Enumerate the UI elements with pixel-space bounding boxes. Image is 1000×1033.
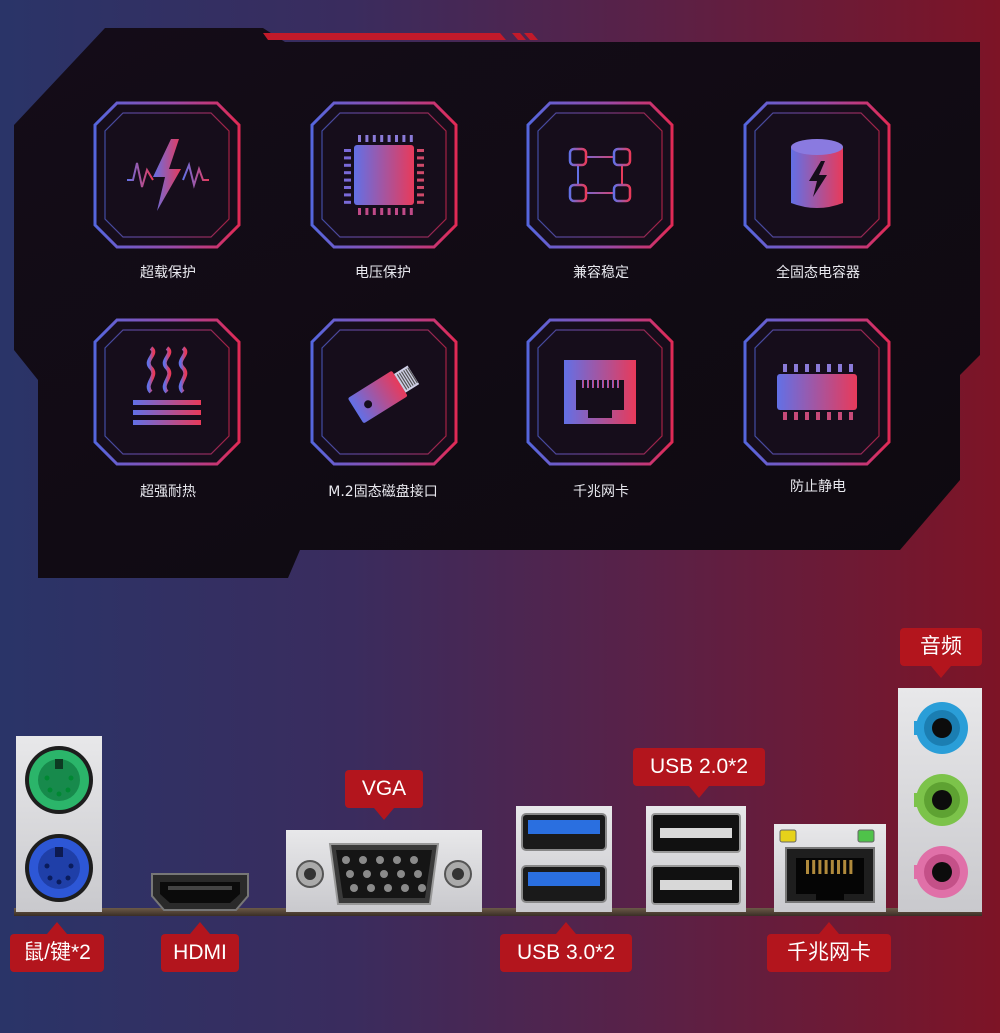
feature-label-capacitor: 全固态电容器	[776, 265, 860, 281]
tag-vga-pointer	[374, 808, 394, 820]
usb2-port-bottom	[651, 865, 741, 905]
memory-chip-icon	[777, 364, 857, 420]
usb2-ports	[651, 813, 741, 905]
tag-usb3-pointer	[556, 922, 576, 934]
panel-accent-strip	[263, 33, 506, 40]
overload-lightning-icon	[127, 139, 209, 211]
feature-label-heat: 超强耐热	[140, 484, 196, 500]
ps2-ports	[25, 746, 93, 902]
tag-usb2-text: USB 2.0*2	[649, 755, 749, 778]
usb2-port-top	[651, 813, 741, 853]
tag-hdmi-text: HDMI	[173, 941, 227, 964]
audio-line-out-jack	[914, 774, 968, 826]
feature-label-compat: 兼容稳定	[573, 265, 629, 281]
capacitor-lightning-icon	[791, 139, 843, 208]
feature-tile	[526, 318, 674, 466]
feature-tile	[93, 318, 241, 466]
lan-port	[779, 829, 875, 903]
ps2-keyboard-port	[25, 834, 93, 902]
ps2-mouse-port	[25, 746, 93, 814]
feature-tile	[93, 101, 241, 249]
tag-lan: 千兆网卡	[767, 922, 891, 972]
tag-audio: 音频	[900, 628, 982, 678]
vga-port	[296, 843, 472, 905]
tag-usb3: USB 3.0*2	[500, 922, 632, 972]
usb3-port-bottom	[521, 865, 607, 903]
feature-tile	[310, 318, 458, 466]
feature-tile	[526, 101, 674, 249]
node-square-icon	[568, 147, 632, 203]
tag-usb2-pointer	[689, 786, 709, 798]
feature-label-overload: 超载保护	[140, 265, 196, 281]
audio-line-in-jack	[914, 702, 968, 754]
feature-panel: 超载保护 电压保护 兼容稳定 全固态电容器 超强耐热 M.2固态磁盘接口 千兆网…	[14, 28, 980, 578]
feature-tile	[743, 318, 891, 466]
usb3-ports	[521, 813, 607, 903]
audio-mic-jack	[914, 846, 968, 898]
tag-usb3-text: USB 3.0*2	[516, 941, 616, 964]
heat-waves-icon	[133, 346, 201, 425]
tag-vga-text: VGA	[361, 777, 407, 800]
tag-hdmi-pointer	[190, 922, 210, 934]
hdmi-port	[151, 873, 249, 911]
tag-lan-text: 千兆网卡	[787, 941, 871, 964]
tag-lan-pointer	[819, 922, 839, 934]
feature-label-voltage: 电压保护	[355, 265, 411, 281]
tag-ps2-pointer	[47, 922, 67, 934]
ethernet-port-icon	[564, 360, 636, 424]
chip-icon	[344, 135, 424, 215]
feature-tile	[310, 101, 458, 249]
usb3-port-top	[521, 813, 607, 851]
m2-ssd-icon	[348, 365, 420, 423]
audio-jacks	[914, 702, 968, 898]
feature-panel-frame	[14, 28, 980, 578]
tag-ps2-text: 鼠/键*2	[23, 941, 91, 964]
feature-label-static: 防止静电	[790, 479, 846, 495]
feature-tile	[743, 101, 891, 249]
tag-vga: VGA	[345, 770, 423, 820]
tag-ps2: 鼠/键*2	[10, 922, 104, 972]
tag-audio-text: 音频	[920, 635, 962, 658]
io-rail	[14, 908, 982, 916]
feature-label-lan: 千兆网卡	[573, 484, 629, 500]
tag-audio-pointer	[931, 666, 951, 678]
tag-hdmi: HDMI	[161, 922, 239, 972]
feature-label-m2: M.2固态磁盘接口	[328, 484, 438, 500]
tag-usb2: USB 2.0*2	[633, 748, 765, 798]
panel-body	[14, 28, 980, 578]
